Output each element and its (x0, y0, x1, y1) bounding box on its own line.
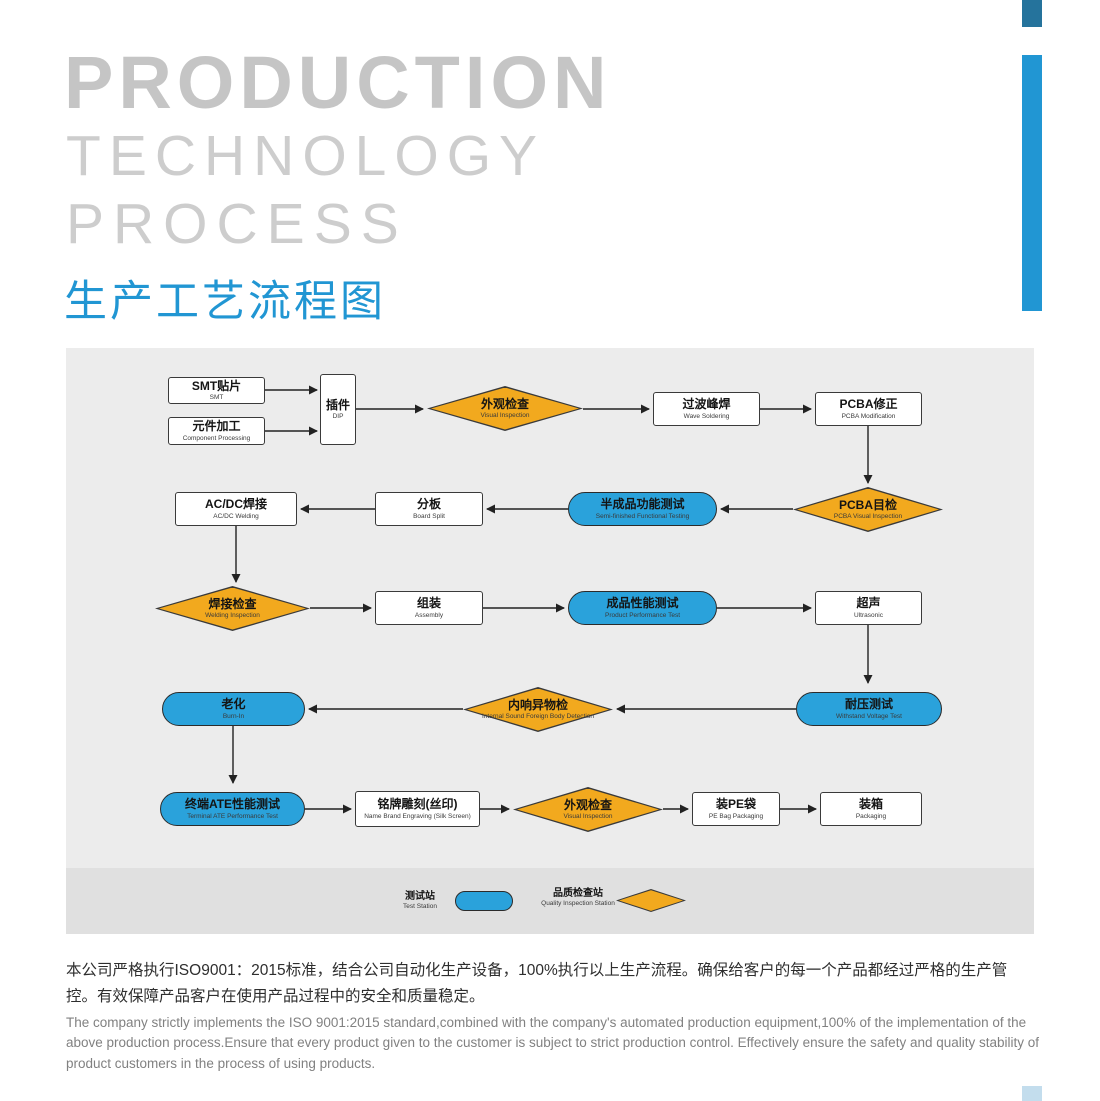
legend-strip (66, 868, 1034, 934)
bottom-right-accent-bar (1022, 1086, 1042, 1101)
node-assembly: 组装 Assembly (375, 591, 483, 625)
node-withstand-voltage-sublabel: Withstand Voltage Test (835, 712, 902, 720)
node-packaging-sublabel: Packaging (855, 812, 887, 820)
node-product-performance-sublabel: Product Performance Test (604, 611, 681, 619)
page-subtitle-chinese: 生产工艺流程图 (64, 278, 386, 326)
top-right-accent-bar-dark (1022, 0, 1042, 27)
node-withstand-voltage-label: 耐压测试 (844, 697, 893, 712)
node-product-performance-test: 成品性能测试 Product Performance Test (568, 591, 717, 625)
node-dip: 插件 DIP (320, 374, 356, 445)
node-visual-inspection-2-label: 外观检查 (563, 797, 612, 812)
page-title-line2: TECHNOLOGY (66, 124, 546, 188)
node-internal-sound-sublabel: Internal Sound Foreign Body Detection (482, 713, 595, 721)
node-terminal-ate-sublabel: Terminal ATE Performance Test (187, 812, 278, 820)
node-visual-inspection-1-sublabel: Visual Inspection (480, 412, 530, 420)
node-terminal-ate-label: 终端ATE性能测试 (184, 797, 281, 812)
node-acdc-welding-sublabel: AC/DC Welding (213, 512, 259, 520)
node-component-processing-sublabel: Component Processing (182, 434, 251, 442)
top-right-accent-bar (1022, 55, 1042, 311)
legend-quality-station-en: Quality Inspection Station (541, 899, 615, 907)
node-pcba-modification: PCBA修正 PCBA Modification (815, 392, 922, 426)
node-assembly-sublabel: Assembly (414, 611, 444, 619)
node-component-processing-label: 元件加工 (192, 419, 241, 434)
node-internal-sound-detection: 内响异物检 Internal Sound Foreign Body Detect… (463, 687, 613, 732)
node-component-processing: 元件加工 Component Processing (168, 417, 265, 445)
node-smt-label: SMT贴片 (191, 378, 242, 393)
node-smt: SMT贴片 SMT (168, 377, 265, 404)
node-welding-inspection-sublabel: Welding Inspection (205, 612, 260, 620)
node-wave-soldering: 过波峰焊 Wave Soldering (653, 392, 760, 426)
node-acdc-welding: AC/DC焊接 AC/DC Welding (175, 492, 297, 526)
node-pcba-visual-inspection-label: PCBA目检 (838, 497, 897, 512)
node-pcba-modification-label: PCBA修正 (839, 397, 898, 412)
node-pe-bag-sublabel: PE Bag Packaging (708, 812, 764, 820)
legend-test-station-zh: 测试站 (405, 891, 435, 902)
node-packaging: 装箱 Packaging (820, 792, 922, 826)
footer-paragraph-chinese: 本公司严格执行ISO9001：2015标准，结合公司自动化生产设备，100%执行… (66, 962, 1008, 1005)
node-visual-inspection-1: 外观检查 Visual Inspection (427, 386, 583, 431)
node-board-split: 分板 Board Split (375, 492, 483, 526)
node-pcba-visual-inspection-sublabel: PCBA Visual Inspection (833, 513, 903, 521)
node-packaging-label: 装箱 (858, 797, 883, 812)
node-welding-inspection: 焊接检查 Welding Inspection (155, 586, 310, 631)
node-dip-sublabel: DIP (332, 413, 344, 421)
node-board-split-sublabel: Board Split (413, 512, 445, 520)
legend-test-station-label: 测试站 Test Station (390, 891, 450, 910)
node-visual-inspection-1-label: 外观检查 (480, 396, 529, 411)
node-semi-finished-functional-testing: 半成品功能测试 Semi-finished Functional Testing (568, 492, 717, 526)
node-board-split-label: 分板 (416, 497, 441, 512)
legend-test-station-en: Test Station (403, 902, 437, 910)
node-wave-soldering-sublabel: Wave Soldering (683, 412, 730, 420)
node-visual-inspection-2: 外观检查 Visual Inspection (513, 787, 663, 832)
node-ultrasonic: 超声 Ultrasonic (815, 591, 922, 625)
legend-quality-station-label: 品质检查站 Quality Inspection Station (540, 888, 616, 907)
legend-quality-station-shape (616, 889, 686, 912)
legend-quality-station-zh: 品质检查站 (553, 888, 603, 899)
node-pe-bag-label: 装PE袋 (715, 797, 756, 812)
node-visual-inspection-2-sublabel: Visual Inspection (563, 813, 613, 821)
node-terminal-ate-performance-test: 终端ATE性能测试 Terminal ATE Performance Test (160, 792, 305, 826)
node-internal-sound-label: 内响异物检 (507, 697, 568, 712)
footer-paragraph-english: The company strictly implements the ISO … (66, 1015, 1040, 1071)
node-product-performance-label: 成品性能测试 (606, 596, 679, 611)
node-dip-label: 插件 (325, 397, 350, 412)
node-acdc-welding-label: AC/DC焊接 (205, 497, 267, 512)
node-burn-in: 老化 Burn-In (162, 692, 305, 726)
node-ultrasonic-sublabel: Ultrasonic (854, 611, 883, 619)
node-ultrasonic-label: 超声 (856, 596, 881, 611)
node-welding-inspection-label: 焊接检查 (208, 596, 257, 611)
node-assembly-label: 组装 (416, 596, 441, 611)
node-pe-bag-packaging: 装PE袋 PE Bag Packaging (692, 792, 780, 826)
page-title-line3: PROCESS (66, 192, 408, 256)
node-wave-soldering-label: 过波峰焊 (682, 397, 731, 412)
node-pcba-visual-inspection: PCBA目检 PCBA Visual Inspection (793, 487, 943, 532)
node-name-brand-engraving-sublabel: Name Brand Engraving (Silk Screen) (364, 812, 471, 820)
node-name-brand-engraving-label: 铭牌雕刻(丝印) (377, 797, 458, 812)
node-burn-in-sublabel: Burn-In (222, 712, 245, 720)
node-semi-finished-sublabel: Semi-finished Functional Testing (595, 512, 690, 520)
node-pcba-modification-sublabel: PCBA Modification (841, 412, 896, 420)
node-semi-finished-label: 半成品功能测试 (600, 497, 685, 512)
node-burn-in-label: 老化 (221, 697, 246, 712)
page-title-line1: PRODUCTION (64, 41, 612, 124)
node-name-brand-engraving: 铭牌雕刻(丝印) Name Brand Engraving (Silk Scre… (355, 791, 480, 827)
legend-test-station-shape (455, 891, 513, 911)
node-smt-sublabel: SMT (209, 394, 224, 402)
node-withstand-voltage-test: 耐压测试 Withstand Voltage Test (796, 692, 942, 726)
